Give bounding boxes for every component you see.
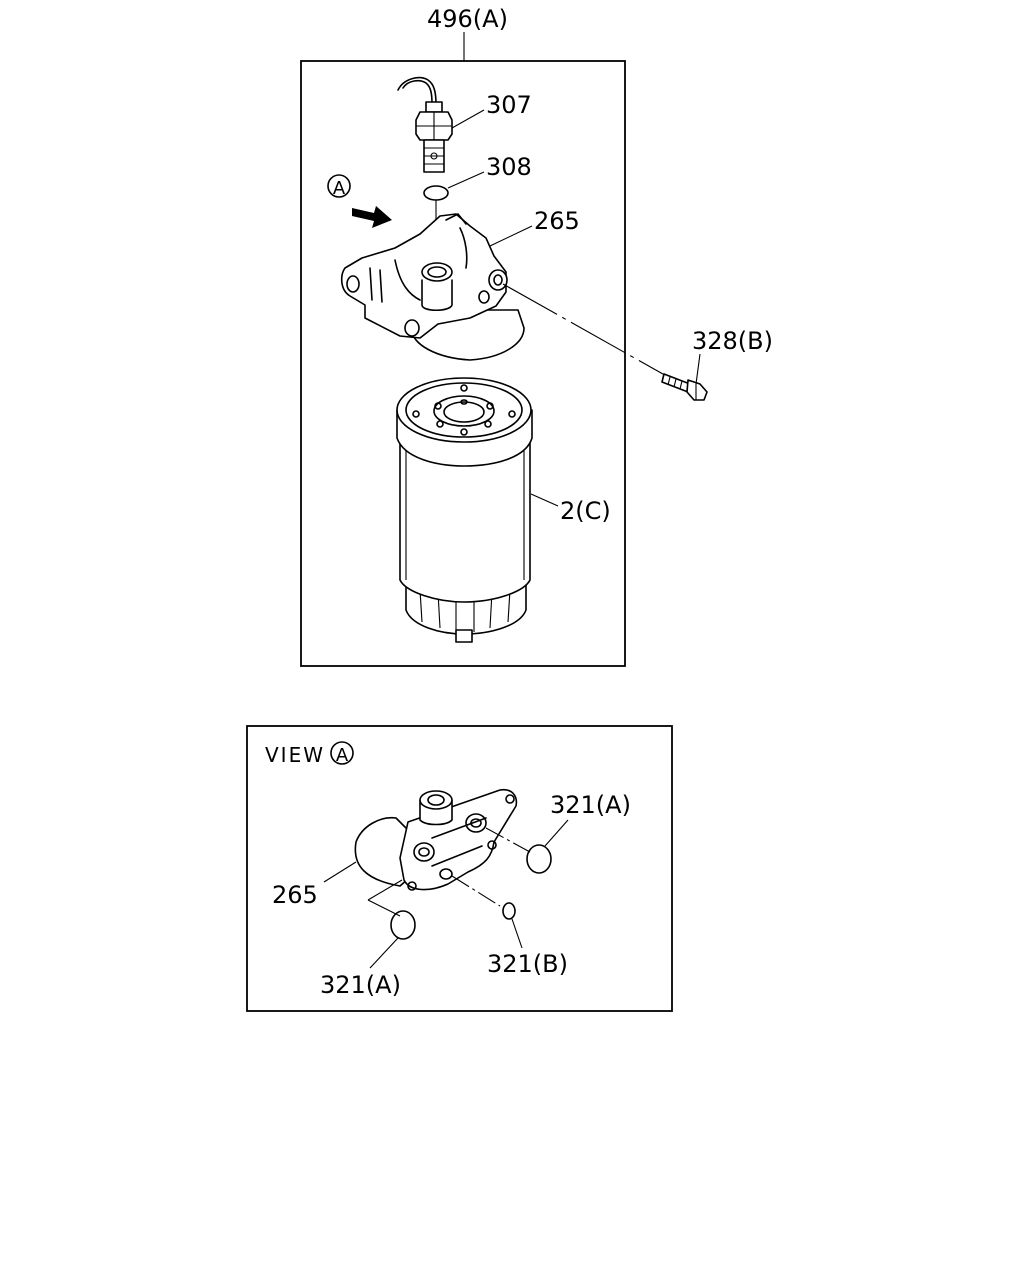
view-small-axis (451, 875, 501, 907)
filter-canister (399, 439, 531, 603)
view-lower-port (413, 842, 435, 862)
sensor-part (397, 76, 453, 173)
view-label-housing: 265 (272, 881, 318, 909)
view-oring-lower (390, 910, 416, 940)
view-a-marker: A (327, 174, 392, 228)
view-title-ref: A (336, 745, 349, 766)
filter-drain (455, 629, 473, 643)
filter-top (396, 377, 532, 443)
housing-port (421, 262, 453, 282)
view-label-oring-lower: 321(A) (320, 971, 401, 999)
view-housing-leader (323, 861, 357, 883)
view-label-oring-small: 321(B) (487, 950, 568, 978)
view-upper-axis (485, 827, 531, 853)
bolt-head (686, 379, 708, 401)
view-label-oring-upper: 321(A) (550, 791, 631, 819)
view-frame (246, 725, 673, 1012)
view-oring-small-leader (511, 918, 523, 949)
label-housing: 265 (534, 207, 580, 235)
view-title-circle (330, 741, 354, 765)
label-bolt: 328(B) (692, 327, 773, 355)
view-oring-upper (526, 844, 552, 874)
view-upper-port (465, 813, 487, 833)
bolt-shank (661, 373, 691, 393)
filter-leader (530, 493, 559, 507)
assembly-frame (300, 60, 626, 667)
view-title: VIEW (265, 743, 325, 767)
bolt-part (661, 373, 708, 401)
view-a-circle (327, 174, 351, 198)
filter-housing (340, 213, 525, 361)
view-direction-arrow-icon (352, 206, 392, 228)
view-oring-lower-leader (369, 937, 399, 969)
housing-bolt-boss (488, 269, 508, 291)
label-filter: 2(C) (560, 497, 611, 525)
housing-leader (489, 225, 533, 247)
label-sensor: 307 (486, 91, 532, 119)
sensor-wire-inner (402, 79, 433, 105)
oring-leader (447, 171, 485, 189)
view-lower-axis (367, 879, 403, 917)
sensor-leader (451, 109, 485, 129)
sensor-cap (425, 101, 443, 113)
bolt-axis-line (502, 283, 671, 379)
view-a-letter: A (333, 178, 346, 199)
sensor-wire (397, 76, 437, 105)
view-small-port (439, 868, 453, 880)
view-housing (354, 788, 518, 891)
label-assembly: 496(A) (427, 5, 508, 33)
view-oring-upper-leader (544, 819, 569, 847)
view-oring-small (502, 902, 516, 920)
view-housing-flange (399, 788, 518, 891)
label-sensor-oring: 308 (486, 153, 532, 181)
main-assembly-panel: 496(A) 307 308 A (300, 5, 773, 667)
filter-element (396, 377, 533, 643)
bolt-leader (695, 353, 701, 385)
sensor-oring (423, 185, 449, 201)
view-panel: VIEW A 265 321(A (246, 725, 673, 1012)
filter-center-port (433, 395, 495, 427)
